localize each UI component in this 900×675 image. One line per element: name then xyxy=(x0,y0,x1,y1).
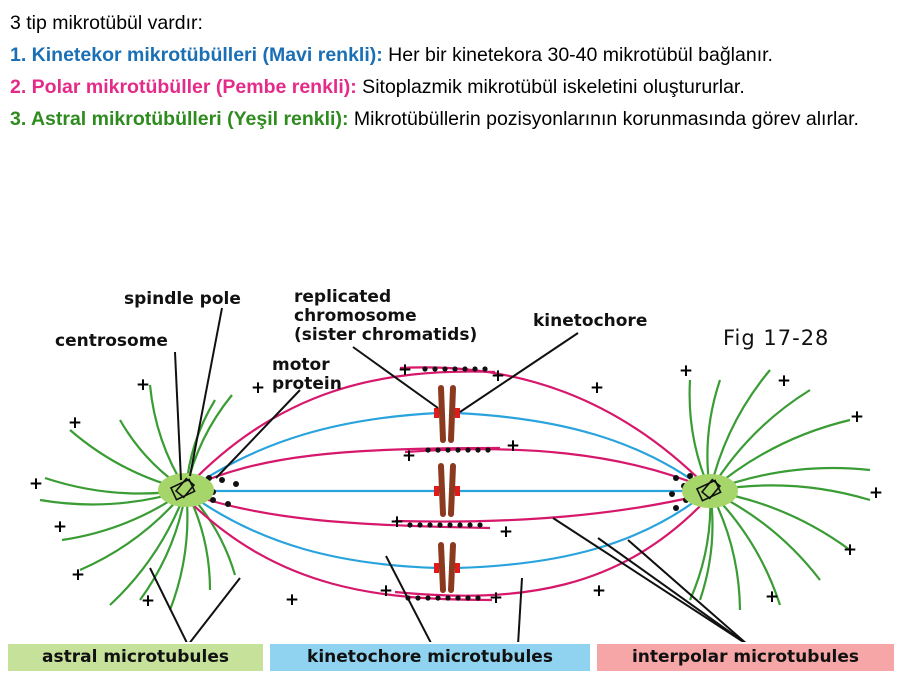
plus-sign: + xyxy=(136,375,150,395)
interpolar-microtubules xyxy=(187,366,707,602)
plus-sign: + xyxy=(141,591,155,611)
label-replicated-2: chromosome xyxy=(294,306,417,326)
plus-sign: + xyxy=(402,446,416,466)
kinetochore-mark xyxy=(434,486,439,496)
item-astral-head: 3. Astral mikrotübülleri (Yeşil renkli): xyxy=(10,108,349,130)
item-kinetochore-head: 1. Kinetekor mikrotübülleri (Mavi renkli… xyxy=(10,44,383,66)
plus-sign: + xyxy=(71,565,85,585)
label-motor-2: protein xyxy=(272,374,342,394)
legend-kinetochore: kinetochore microtubules xyxy=(270,644,590,671)
label-centrosome: centrosome xyxy=(55,331,168,351)
plus-sign: + xyxy=(390,512,404,532)
item-astral-body: Mikrotübüllerin pozisyonlarının korunmas… xyxy=(348,108,859,130)
plus-sign: + xyxy=(592,581,606,601)
plus-sign: + xyxy=(850,407,864,427)
plus-sign: + xyxy=(29,474,43,494)
astral-ray xyxy=(708,369,771,492)
plus-end-markers: + + + + + + + + + + + + + + + + + + + + + + + + xyxy=(29,360,883,611)
label-motor-1: motor xyxy=(272,355,330,375)
plus-sign: + xyxy=(53,517,67,537)
plus-sign: + xyxy=(777,371,791,391)
legend-astral: astral microtubules xyxy=(8,644,263,671)
figure-label: Fig 17-28 xyxy=(723,326,829,350)
plus-sign: + xyxy=(499,522,513,542)
item-polar-head: 2. Polar mikrotübüller (Pembe renkli): xyxy=(10,76,357,98)
item-kinetochore-body: Her bir kinetekora 30-40 mikrotübül bağl… xyxy=(382,44,773,66)
centrosome-left xyxy=(158,473,214,507)
kinetochore-mark xyxy=(455,563,460,573)
label-spindle-pole: spindle pole xyxy=(124,289,241,309)
plus-sign: + xyxy=(398,360,412,380)
kinetochore-microtubules xyxy=(187,411,707,570)
kinetochore-mark xyxy=(455,408,460,418)
legend-interpolar: interpolar microtubules xyxy=(597,644,894,671)
plus-sign: + xyxy=(679,361,693,381)
plus-sign: + xyxy=(285,590,299,610)
plus-sign: + xyxy=(491,366,505,386)
plus-sign: + xyxy=(68,413,82,433)
item-kinetochore: 1. Kinetekor mikrotübülleri (Mavi renkli… xyxy=(10,42,890,68)
plus-sign: + xyxy=(843,540,857,560)
description-text: 3 tip mikrotübül vardır: 1. Kinetekor mi… xyxy=(10,10,890,138)
centrosome-right xyxy=(682,474,738,508)
spindle-diagram: + + + + + + + + + + + + + + + + + + + + + + + + spindle pole ce… xyxy=(29,287,883,642)
kinetochore-mark xyxy=(434,408,439,418)
chromosome-top xyxy=(434,385,460,443)
item-astral: 3. Astral mikrotübülleri (Yeşil renkli):… xyxy=(10,106,890,132)
chromosome-middle xyxy=(434,463,460,517)
chromosome-bottom xyxy=(434,542,460,593)
item-polar: 2. Polar mikrotübüller (Pembe renkli): S… xyxy=(10,74,890,100)
plus-sign: + xyxy=(251,378,265,398)
item-polar-body: Sitoplazmik mikrotübül iskeletini oluştu… xyxy=(356,76,745,98)
leader-lines xyxy=(149,307,747,642)
plus-sign: + xyxy=(489,588,503,608)
intro-line: 3 tip mikrotübül vardır: xyxy=(10,12,203,34)
plus-sign: + xyxy=(590,378,604,398)
plus-sign: + xyxy=(765,587,779,607)
plus-sign: + xyxy=(379,581,393,601)
astral-ray xyxy=(709,490,742,611)
kinetochore-mark xyxy=(455,486,460,496)
plus-sign: + xyxy=(869,483,883,503)
label-replicated-1: replicated xyxy=(294,287,391,307)
label-kinetochore: kinetochore xyxy=(533,311,647,331)
plus-sign: + xyxy=(506,436,520,456)
kinetochore-mark xyxy=(434,563,439,573)
label-replicated-3: (sister chromatids) xyxy=(294,325,477,345)
